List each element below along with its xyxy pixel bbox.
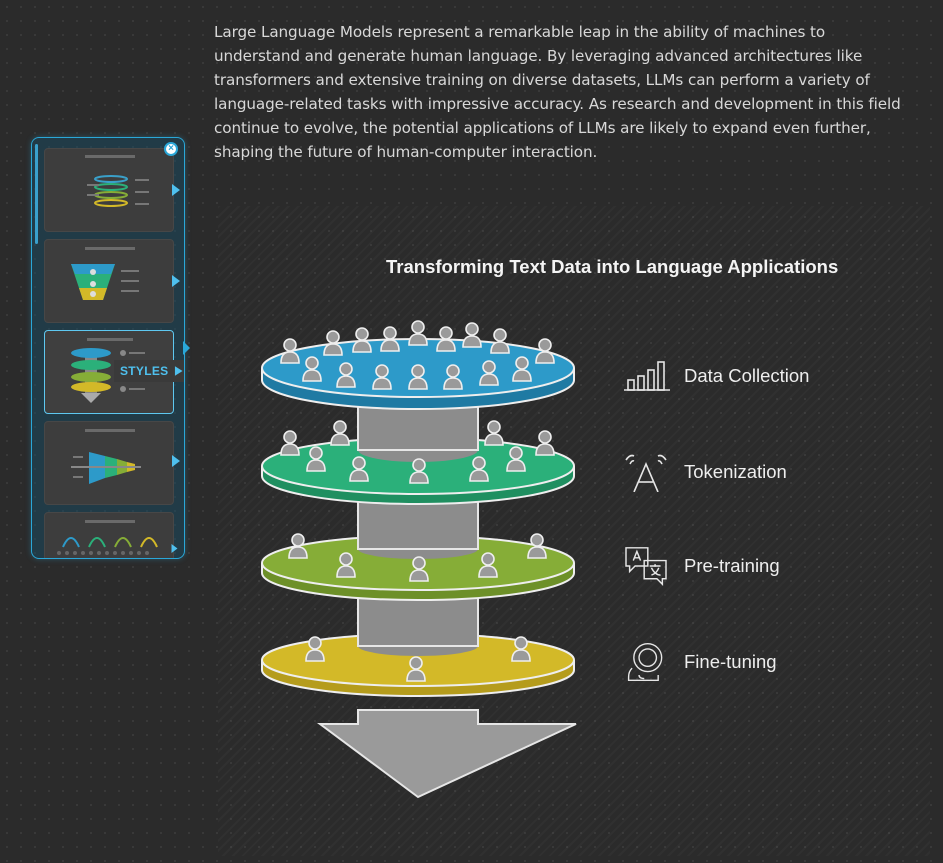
thumbnail-style-5[interactable] bbox=[44, 512, 174, 558]
stage-label: Fine-tuning bbox=[684, 651, 777, 672]
stage-label: Pre-training bbox=[684, 555, 780, 576]
selection-pointer-icon bbox=[183, 341, 190, 355]
thumbnail-style-4[interactable] bbox=[44, 421, 174, 505]
thumbnail-preview-horizontal-funnel bbox=[71, 429, 141, 484]
disc-tokenization bbox=[261, 420, 575, 505]
style-thumbnail-panel[interactable] bbox=[31, 137, 185, 559]
bar-chart-icon bbox=[624, 361, 670, 391]
stage-label: Tokenization bbox=[684, 461, 787, 482]
head-profile-icon bbox=[627, 643, 663, 681]
thumbnail-style-2[interactable] bbox=[44, 239, 174, 323]
play-arrow-icon[interactable] bbox=[170, 454, 182, 468]
play-arrow-icon[interactable] bbox=[170, 274, 182, 288]
thumbnail-preview-funnel bbox=[71, 247, 139, 300]
translate-icon bbox=[625, 547, 667, 586]
intro-paragraph: Large Language Models represent a remark… bbox=[214, 23, 901, 161]
layered-disc-diagram bbox=[261, 320, 577, 799]
disc-data-collection bbox=[261, 320, 575, 410]
stage-data-collection: Data Collection bbox=[622, 356, 809, 396]
styles-label: STYLES bbox=[120, 364, 169, 378]
down-arrow bbox=[316, 709, 577, 799]
diagram-canvas bbox=[218, 206, 930, 856]
play-arrow-icon[interactable] bbox=[170, 543, 179, 554]
thumbnail-preview-stacked-rings bbox=[85, 155, 149, 207]
play-arrow-icon[interactable] bbox=[170, 183, 182, 197]
thumbnail-style-3-selected[interactable] bbox=[44, 330, 174, 414]
close-panel-button[interactable]: × bbox=[164, 142, 178, 156]
letter-a-icon bbox=[625, 454, 667, 492]
thumbnail-style-1[interactable] bbox=[44, 148, 174, 232]
panel-scrollbar[interactable] bbox=[35, 144, 38, 244]
styles-button[interactable]: STYLES bbox=[114, 360, 184, 382]
thumbnail-preview-arcs bbox=[57, 520, 158, 555]
disc-pre-training bbox=[261, 533, 575, 601]
stage-label: Data Collection bbox=[684, 365, 810, 386]
disc-fine-tuning bbox=[261, 633, 575, 697]
play-arrow-icon bbox=[175, 366, 184, 376]
diagram-title: Transforming Text Data into Language App… bbox=[386, 256, 839, 277]
stage-tokenization: Tokenization bbox=[622, 452, 787, 492]
thumbnail-preview-layered-discs bbox=[71, 338, 145, 403]
stage-fine-tuning: Fine-tuning bbox=[622, 642, 777, 682]
stage-pre-training: Pre-training bbox=[622, 546, 780, 586]
